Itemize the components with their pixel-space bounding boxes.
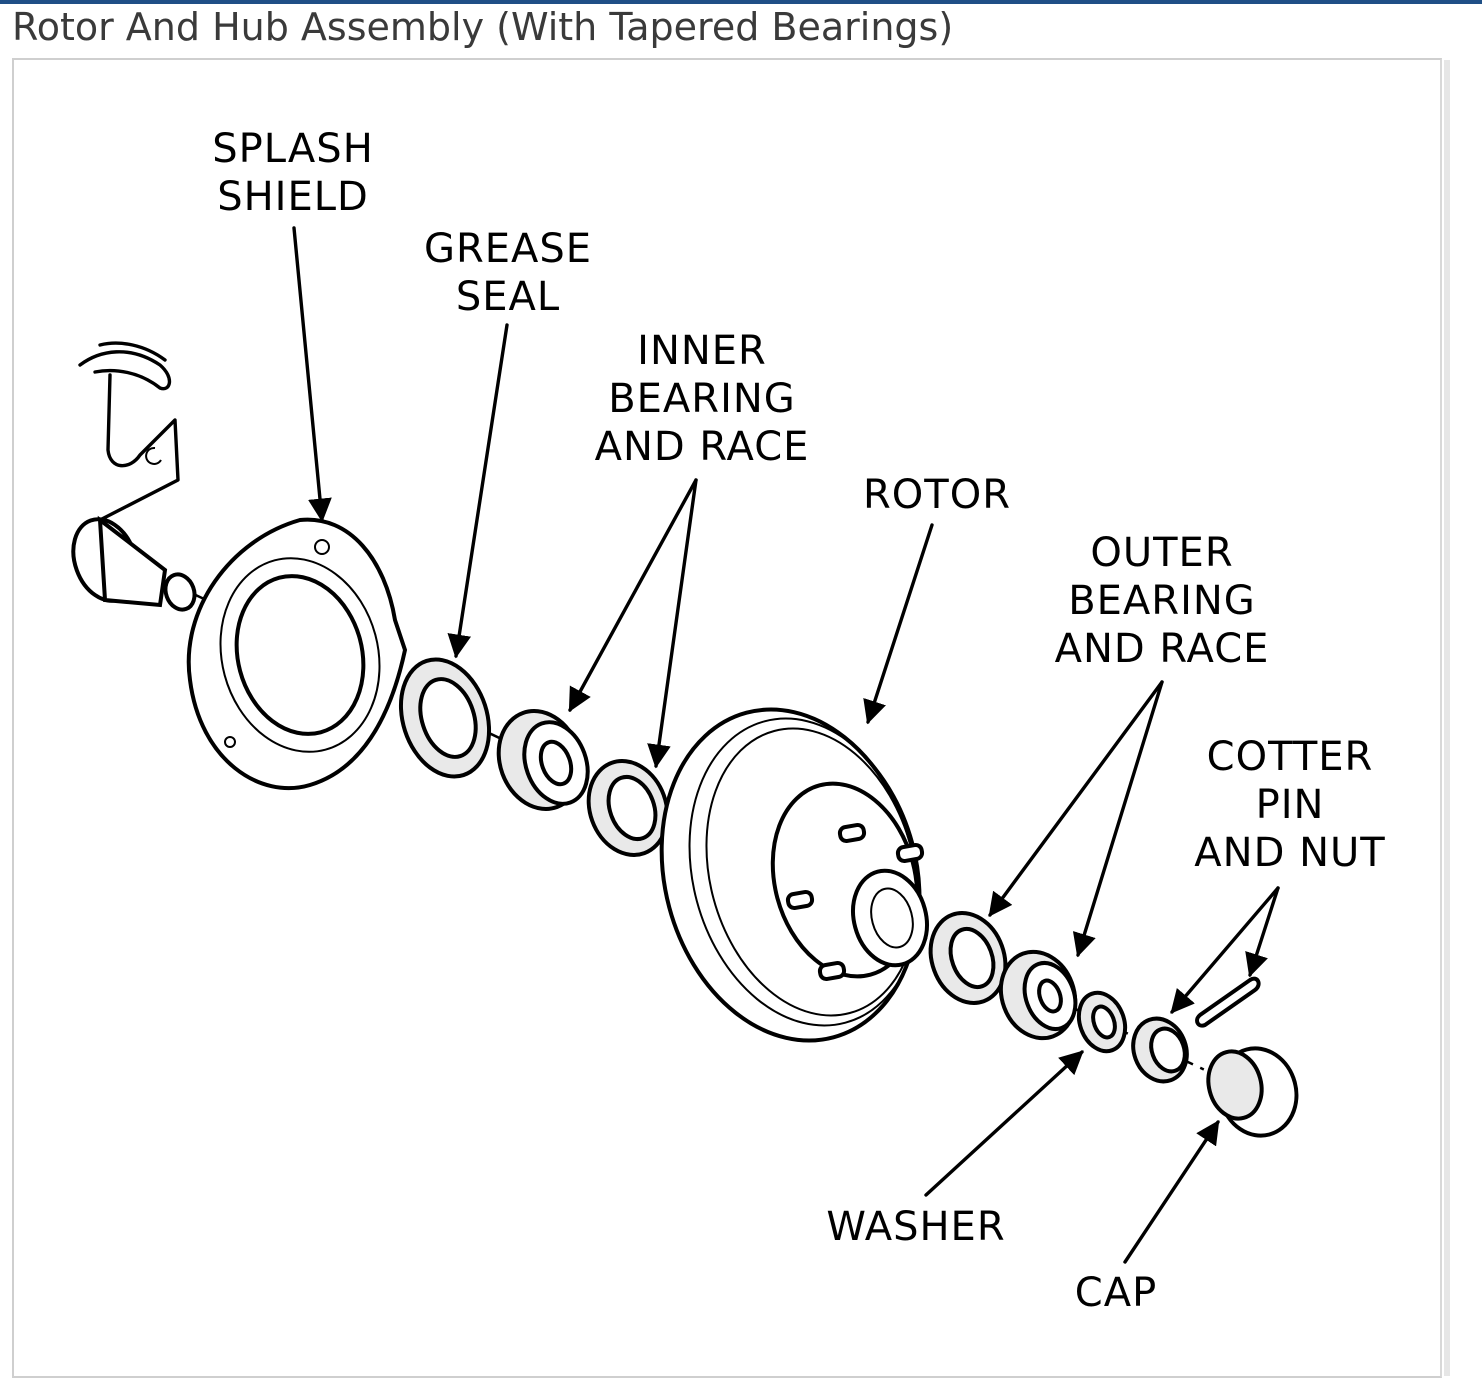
inner-bearing-arrow-b xyxy=(647,478,698,769)
grease-seal-label: GREASE SEAL xyxy=(424,226,592,320)
inner-bearing-part xyxy=(496,709,670,857)
cap-arrow xyxy=(1123,1120,1220,1264)
svg-text:ROTOR: ROTOR xyxy=(863,472,1011,518)
svg-text:SHIELD: SHIELD xyxy=(217,174,369,220)
page-title: Rotor And Hub Assembly (With Tapered Bea… xyxy=(12,5,954,49)
svg-text:INNER: INNER xyxy=(637,328,767,374)
rotor-label: ROTOR xyxy=(863,472,1011,518)
svg-text:AND NUT: AND NUT xyxy=(1194,830,1385,876)
svg-text:SPLASH: SPLASH xyxy=(212,126,374,172)
cotter-pin-arrow-a xyxy=(1170,886,1280,1014)
cap-label: CAP xyxy=(1075,1270,1157,1316)
rotor-part xyxy=(659,707,929,1043)
svg-text:CAP: CAP xyxy=(1075,1270,1157,1316)
spindle-knuckle-part xyxy=(71,341,197,612)
svg-text:GREASE: GREASE xyxy=(424,226,592,272)
splash-shield-arrow xyxy=(292,226,332,523)
svg-text:SEAL: SEAL xyxy=(456,274,560,320)
svg-text:BEARING: BEARING xyxy=(608,376,796,422)
rotor-arrow xyxy=(863,523,934,725)
svg-text:COTTER: COTTER xyxy=(1207,734,1374,780)
outer-bearing-arrow-b xyxy=(1072,680,1164,958)
svg-text:WASHER: WASHER xyxy=(826,1204,1005,1250)
grease-seal-part xyxy=(398,657,492,779)
splash-shield-part xyxy=(186,517,408,791)
cap-part xyxy=(1206,1046,1299,1138)
inner-bearing-arrow-a xyxy=(568,478,698,713)
washer-part xyxy=(1076,990,1128,1054)
svg-text:OUTER: OUTER xyxy=(1090,530,1233,576)
header-accent-bar xyxy=(0,0,1482,4)
svg-text:AND RACE: AND RACE xyxy=(595,424,810,470)
outer-bearing-arrow-a xyxy=(988,680,1164,917)
svg-text:AND RACE: AND RACE xyxy=(1055,626,1270,672)
washer-arrow xyxy=(924,1050,1084,1197)
cotter-pin-nut-part xyxy=(1131,976,1261,1084)
svg-text:PIN: PIN xyxy=(1256,782,1325,828)
outer-bearing-label: OUTER BEARING AND RACE xyxy=(1055,530,1270,672)
washer-label: WASHER xyxy=(826,1204,1005,1250)
cotter-pin-arrow-b xyxy=(1245,886,1280,978)
grease-seal-arrow xyxy=(447,323,509,659)
outer-bearing-part xyxy=(928,911,1078,1041)
inner-bearing-label: INNER BEARING AND RACE xyxy=(595,328,810,470)
cotter-pin-label: COTTER PIN AND NUT xyxy=(1194,734,1385,876)
splash-shield-label: SPLASH SHIELD xyxy=(212,126,374,220)
svg-text:BEARING: BEARING xyxy=(1068,578,1256,624)
